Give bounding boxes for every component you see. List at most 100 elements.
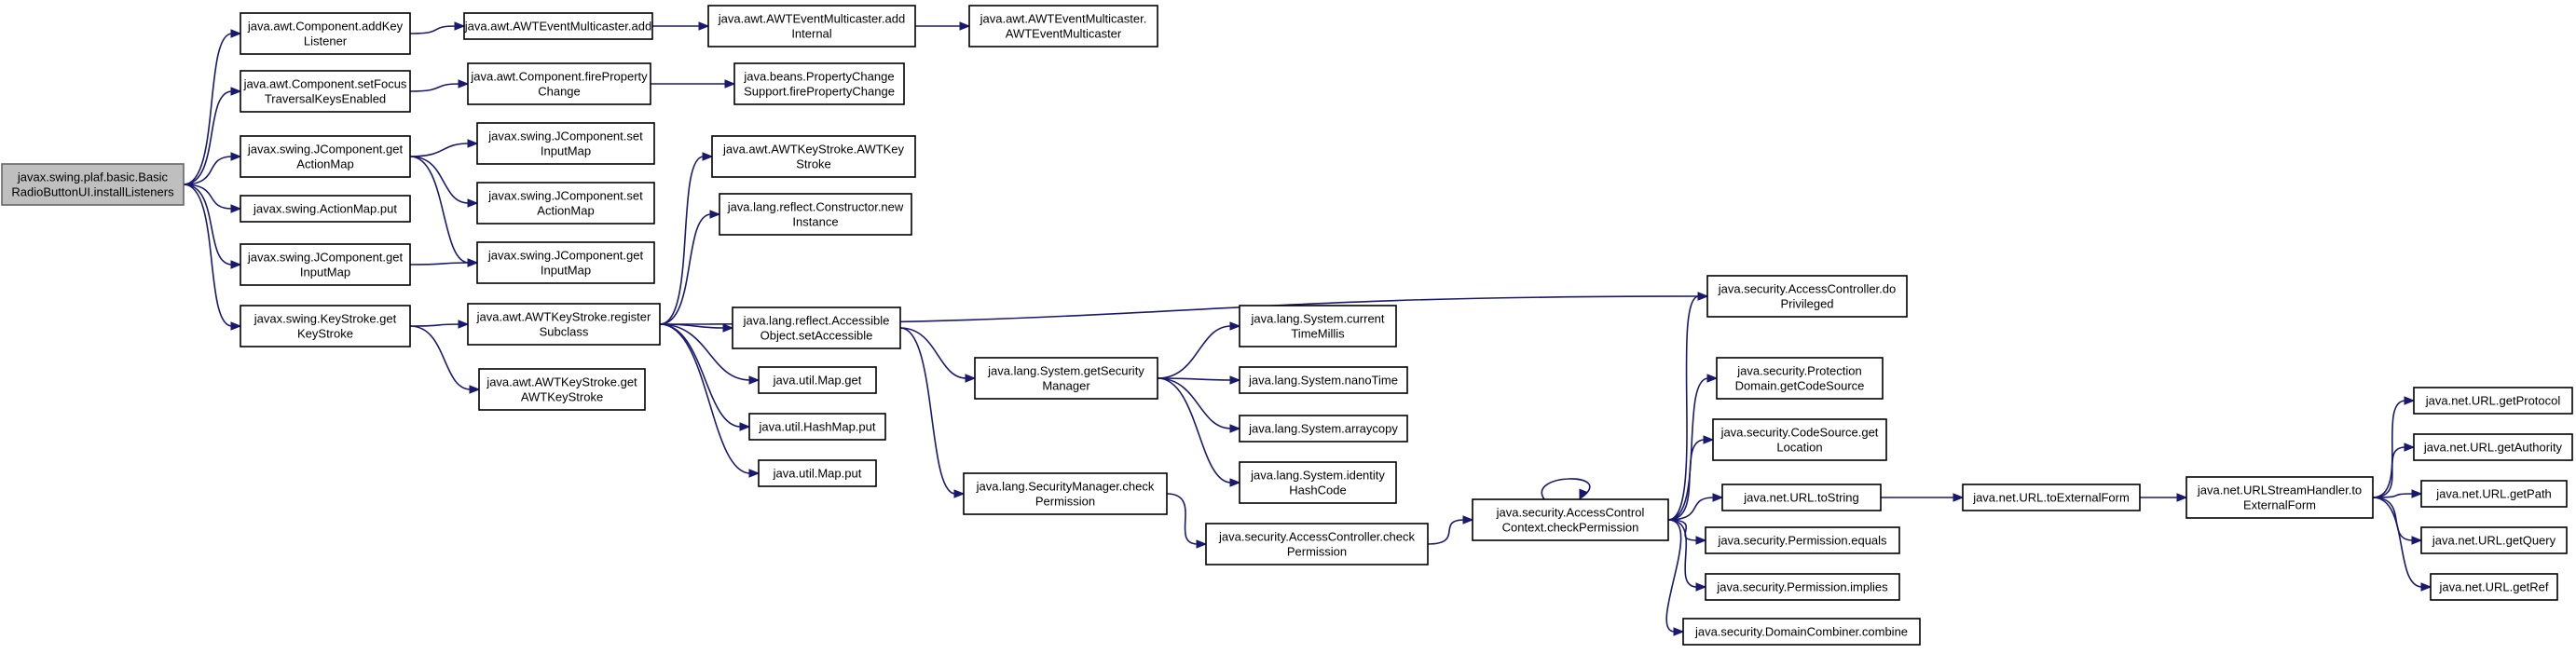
call-node[interactable]: java.security.AccessController.checkPerm… bbox=[1205, 523, 1429, 565]
call-edge bbox=[409, 325, 481, 394]
call-node[interactable]: java.security.Permission.implies bbox=[1705, 573, 1900, 601]
node-label: java.net.URL.toExternalForm bbox=[1972, 491, 2130, 505]
call-node[interactable]: java.net.URLStreamHandler.toExternalForm bbox=[2185, 476, 2374, 519]
edge-line bbox=[2372, 497, 2414, 541]
node-box bbox=[240, 305, 411, 347]
node-label: java.net.URL.getRef bbox=[2438, 580, 2548, 594]
edge-arrowhead bbox=[458, 320, 470, 329]
call-edge bbox=[915, 21, 971, 31]
call-edge bbox=[409, 258, 479, 267]
call-node[interactable]: java.awt.AWTEventMulticaster.AWTEventMul… bbox=[968, 5, 1158, 48]
node-label: java.awt.AWTEventMulticaster.add bbox=[464, 20, 651, 34]
node-box bbox=[476, 241, 655, 284]
call-edge bbox=[1667, 374, 1719, 521]
call-edge bbox=[1667, 493, 1724, 521]
call-edge bbox=[1667, 519, 1707, 592]
call-node[interactable]: java.security.AccessController.doPrivile… bbox=[1706, 275, 1908, 318]
call-node[interactable]: java.security.DomainCombiner.combine bbox=[1682, 618, 1921, 646]
call-node[interactable]: java.util.HashMap.put bbox=[748, 413, 886, 441]
node-label: java.awt.AWTKeyStroke.AWTKey bbox=[722, 143, 905, 157]
call-node[interactable]: java.lang.System.arraycopy bbox=[1239, 415, 1408, 443]
call-node[interactable]: java.util.Map.get bbox=[758, 366, 877, 394]
call-node[interactable]: java.security.AccessControlContext.check… bbox=[1472, 498, 1669, 541]
call-node[interactable]: java.net.URL.toString bbox=[1721, 484, 1882, 511]
call-node[interactable]: java.net.URL.getQuery bbox=[2420, 526, 2568, 554]
node-label: java.awt.Component.setFocus bbox=[243, 77, 407, 91]
call-node[interactable]: java.net.URL.toExternalForm bbox=[1962, 484, 2141, 511]
call-node[interactable]: java.awt.AWTEventMulticaster.add bbox=[463, 12, 653, 40]
edge-arrowhead bbox=[959, 21, 971, 31]
node-box bbox=[1705, 526, 1900, 554]
edge-line bbox=[659, 323, 751, 381]
node-box bbox=[2413, 433, 2573, 461]
node-label: TraversalKeysEnabled bbox=[265, 92, 386, 106]
node-box bbox=[240, 70, 411, 113]
call-node[interactable]: java.net.URL.getProtocol bbox=[2413, 387, 2573, 415]
node-label: java.util.HashMap.put bbox=[758, 420, 875, 434]
node-label: Internal bbox=[791, 27, 831, 41]
call-node[interactable]: java.util.Map.put bbox=[758, 459, 877, 487]
node-box bbox=[1239, 415, 1408, 443]
node-box bbox=[963, 472, 1168, 515]
root-node[interactable]: javax.swing.plaf.basic.BasicRadioButtonU… bbox=[1, 163, 185, 206]
call-node[interactable]: java.lang.SecurityManager.checkPermissio… bbox=[963, 472, 1168, 515]
call-node[interactable]: java.net.URL.getAuthority bbox=[2413, 433, 2573, 461]
node-label: Listener bbox=[304, 34, 348, 48]
node-label: ActionMap bbox=[296, 157, 353, 171]
call-node[interactable]: java.lang.System.nanoTime bbox=[1239, 366, 1408, 394]
edge-line bbox=[1157, 377, 1232, 484]
call-node[interactable]: java.security.ProtectionDomain.getCodeSo… bbox=[1716, 357, 1884, 400]
node-box bbox=[240, 135, 411, 178]
node-box bbox=[476, 182, 655, 225]
node-box bbox=[758, 366, 877, 394]
edge-arrowhead bbox=[1196, 539, 1208, 549]
call-node[interactable]: java.beans.PropertyChangeSupport.firePro… bbox=[733, 62, 905, 105]
edge-line bbox=[409, 262, 470, 266]
call-node[interactable]: java.lang.reflect.AccessibleObject.setAc… bbox=[732, 307, 901, 349]
node-box bbox=[478, 368, 646, 411]
node-label: java.awt.AWTEventMulticaster.add bbox=[718, 12, 905, 26]
call-edge bbox=[2372, 443, 2416, 498]
edge-arrowhead bbox=[458, 79, 470, 89]
node-label: java.lang.reflect.Accessible bbox=[743, 314, 890, 328]
edge-arrowhead bbox=[2420, 582, 2432, 592]
node-label: javax.swing.JComponent.get bbox=[487, 249, 644, 263]
call-edge bbox=[1166, 493, 1208, 549]
call-node[interactable]: java.security.Permission.equals bbox=[1705, 526, 1900, 554]
call-node[interactable]: java.awt.Component.setFocusTraversalKeys… bbox=[240, 70, 411, 113]
call-edge bbox=[2372, 497, 2432, 592]
node-label: java.net.URL.getProtocol bbox=[2425, 394, 2561, 408]
call-node[interactable]: java.awt.AWTKeyStroke.AWTKeyStroke bbox=[711, 135, 916, 178]
call-node[interactable]: java.awt.Component.firePropertyChange bbox=[467, 62, 651, 105]
call-node[interactable]: java.lang.reflect.Constructor.newInstanc… bbox=[719, 193, 912, 236]
edge-arrowhead bbox=[953, 489, 966, 498]
call-node[interactable]: java.net.URL.getRef bbox=[2430, 573, 2558, 601]
node-label: java.lang.SecurityManager.check bbox=[976, 480, 1155, 494]
call-edge bbox=[1157, 377, 1241, 487]
call-edge bbox=[2372, 497, 2423, 545]
edge-line bbox=[1157, 377, 1232, 429]
call-nodes: javax.swing.plaf.basic.BasicRadioButtonU… bbox=[1, 5, 2573, 646]
node-box bbox=[707, 5, 916, 48]
call-edge bbox=[659, 152, 714, 325]
node-label: java.lang.System.nanoTime bbox=[1248, 374, 1398, 388]
call-node[interactable]: javax.swing.ActionMap.put bbox=[240, 195, 411, 223]
node-label: Subclass bbox=[540, 325, 589, 339]
call-edge bbox=[1427, 515, 1474, 545]
node-label: java.lang.System.getSecurity bbox=[987, 364, 1144, 378]
call-node[interactable]: java.net.URL.getPath bbox=[2420, 480, 2568, 508]
